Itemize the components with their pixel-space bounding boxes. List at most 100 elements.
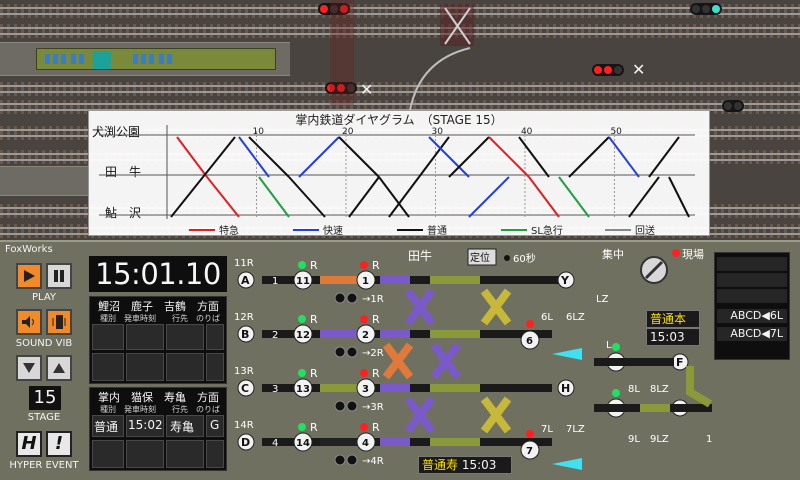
legend-swatch <box>293 228 319 231</box>
track-segment <box>320 276 360 284</box>
train-path-line <box>170 176 204 218</box>
signal-head[interactable] <box>318 3 350 15</box>
switch-icon <box>334 292 346 304</box>
route-direction: R <box>310 313 318 326</box>
switch-icon <box>346 346 358 358</box>
signal-lamp <box>298 261 306 269</box>
legend-label: 普通 <box>427 226 447 237</box>
signal-number: 14 <box>296 438 310 449</box>
timer-label: 60秒 <box>513 252 536 265</box>
train-path-line <box>418 136 450 178</box>
legend-item: 普通 <box>397 222 447 237</box>
track-segment <box>430 330 480 338</box>
route-label: 7L <box>541 424 553 435</box>
signal-lamp <box>298 315 306 323</box>
board-heading: 鯉沼 鹿子 吉鶴 方面 <box>98 300 219 313</box>
knob-indicator <box>644 260 664 280</box>
signal-lamp <box>526 320 534 328</box>
track-segment <box>380 438 410 446</box>
train-position-icon <box>552 348 582 360</box>
hyper-event-button[interactable]: ! <box>46 431 72 457</box>
sub-route-label: →3R <box>362 402 384 413</box>
legend-item: 特急 <box>189 222 239 237</box>
track-segment <box>640 404 670 412</box>
track-end-label: B <box>241 328 249 341</box>
departure-track: G <box>210 418 220 432</box>
route-label: 11R <box>234 258 254 269</box>
train[interactable] <box>36 48 276 70</box>
track-end-label: Y <box>560 274 570 287</box>
legend-label: 回送 <box>635 226 655 237</box>
signal-head[interactable] <box>325 82 357 94</box>
track-segment <box>380 276 410 284</box>
diagram-title: 掌内鉄道ダイヤグラム （STAGE 15） <box>295 113 503 127</box>
sub-route-label: →4R <box>362 456 384 467</box>
crossover-switch <box>480 288 512 326</box>
signal-button[interactable] <box>293 270 313 290</box>
vibration-button[interactable] <box>46 309 72 335</box>
signal-button[interactable] <box>356 324 376 344</box>
mode-lamp <box>672 249 680 257</box>
stage-down-button[interactable] <box>16 355 42 381</box>
tick-label: 30 <box>431 127 443 137</box>
track-end-marker <box>557 271 575 289</box>
train-time-top: 15:03 <box>646 328 700 346</box>
sub-route-label: →1R <box>362 294 384 305</box>
legend-swatch <box>605 228 631 231</box>
train-path-line <box>428 136 470 178</box>
tick-label: 10 <box>252 127 264 137</box>
signal-button[interactable] <box>293 378 313 398</box>
signal-number: 7 <box>526 446 533 457</box>
track-end-label: A <box>241 274 250 287</box>
signal-button[interactable] <box>293 324 313 344</box>
track <box>0 24 800 38</box>
signal-number: 12 <box>296 330 310 341</box>
control-panel: FoxWorks PLAY SOUND VIB 15 STAGE <box>0 240 800 480</box>
signal-button[interactable] <box>293 432 313 452</box>
mode-label-central: 集中 <box>602 247 624 261</box>
switch-icon <box>346 400 358 412</box>
signal-lamp <box>360 315 368 323</box>
switch-icon <box>346 292 358 304</box>
stage-caption: STAGE <box>27 412 61 423</box>
mode-label-local: 現場 <box>682 248 704 261</box>
signal-button[interactable] <box>520 440 540 460</box>
track-number: 4 <box>272 438 278 449</box>
track-end-marker <box>237 433 255 451</box>
pause-button[interactable] <box>46 263 72 289</box>
signal-number: 1 <box>362 276 369 287</box>
signal-button[interactable] <box>356 432 376 452</box>
signal-button[interactable] <box>520 330 540 350</box>
hyper-h-button[interactable]: H <box>16 431 42 457</box>
departure-board-1: 鯉沼 鹿子 吉鶴 方面 種別 発車時刻 行先 のりば <box>89 296 227 384</box>
sound-button[interactable] <box>16 309 42 335</box>
track-segment <box>380 384 410 392</box>
sub-route-label: →2R <box>362 348 384 359</box>
switch-icon <box>346 454 358 466</box>
departure-destination: 寿亀 <box>170 420 195 434</box>
yard-crossovers <box>330 0 474 111</box>
route-label: 8L <box>628 384 640 395</box>
signal-button[interactable] <box>356 270 376 290</box>
board-heading: 掌内 猫保 寿亀 方面 <box>98 391 219 404</box>
signal-lamp <box>612 343 620 351</box>
track-end-label: C <box>241 382 249 395</box>
cross-icon: ✕ <box>632 60 646 79</box>
legend-label: SL急行 <box>531 226 563 237</box>
left-controls: FoxWorks PLAY SOUND VIB 15 STAGE <box>0 242 88 480</box>
signal-head[interactable] <box>690 3 722 15</box>
train-path-line <box>468 176 510 218</box>
stage-up-button[interactable] <box>46 355 72 381</box>
play-button[interactable] <box>16 263 42 289</box>
signal-button[interactable] <box>356 378 376 398</box>
track-segment <box>380 330 410 338</box>
train-path-line <box>338 136 380 178</box>
route-board: ABCD◀6L ABCD◀7L <box>714 252 790 360</box>
teii-button[interactable] <box>467 248 497 266</box>
brand-label: FoxWorks <box>5 244 53 255</box>
signal-head[interactable] <box>592 64 624 76</box>
signal-head[interactable] <box>722 100 744 112</box>
route-row: ABCD◀6L <box>717 309 787 323</box>
train-path-line <box>378 176 410 218</box>
legend-swatch <box>501 228 527 231</box>
